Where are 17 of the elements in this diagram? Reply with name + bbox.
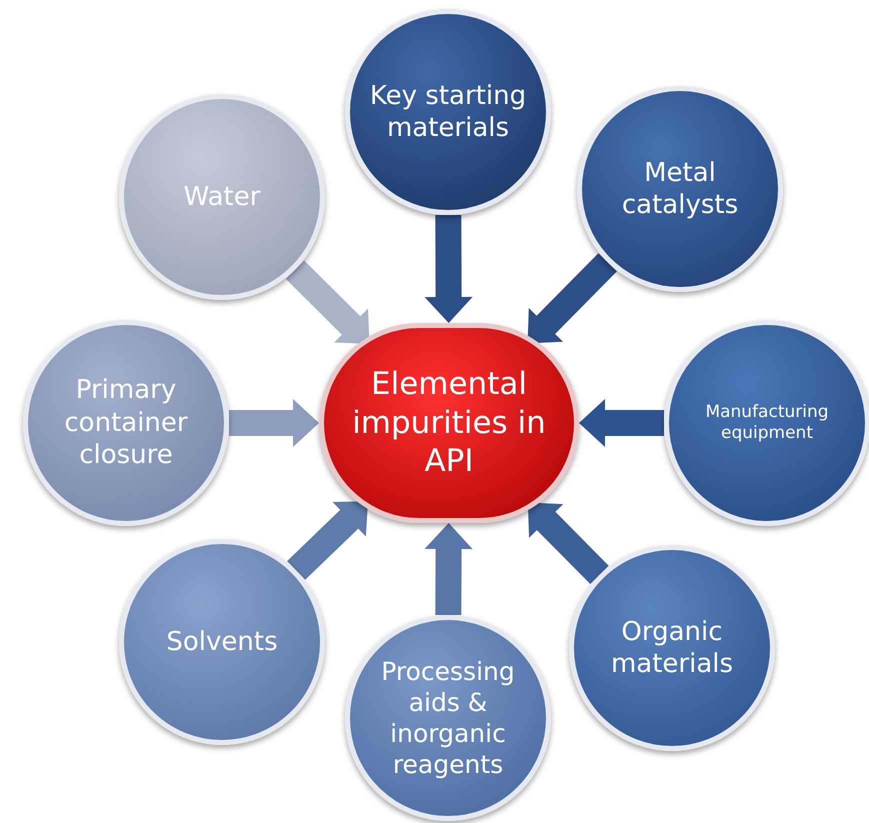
block-arrow bbox=[424, 215, 473, 323]
node-label: Organic materials bbox=[610, 616, 734, 680]
node-label: Processing aids & inorganic reagents bbox=[380, 656, 516, 780]
node-label: Metal catalysts bbox=[620, 156, 740, 222]
node-label: Primary container closure bbox=[63, 374, 189, 472]
block-arrow bbox=[287, 501, 368, 580]
node-label: Water bbox=[184, 180, 260, 214]
node-label: Key starting materials bbox=[368, 80, 528, 144]
block-arrow bbox=[528, 253, 617, 344]
block-arrow bbox=[528, 502, 609, 584]
block-arrow bbox=[579, 399, 664, 447]
block-arrow bbox=[229, 399, 319, 447]
node-label: Elemental impurities in API bbox=[351, 364, 547, 482]
block-arrow bbox=[286, 260, 370, 344]
node-label: Solvents bbox=[166, 626, 278, 658]
node-label: Manufacturing equipment bbox=[704, 402, 830, 444]
block-arrow bbox=[424, 523, 473, 615]
